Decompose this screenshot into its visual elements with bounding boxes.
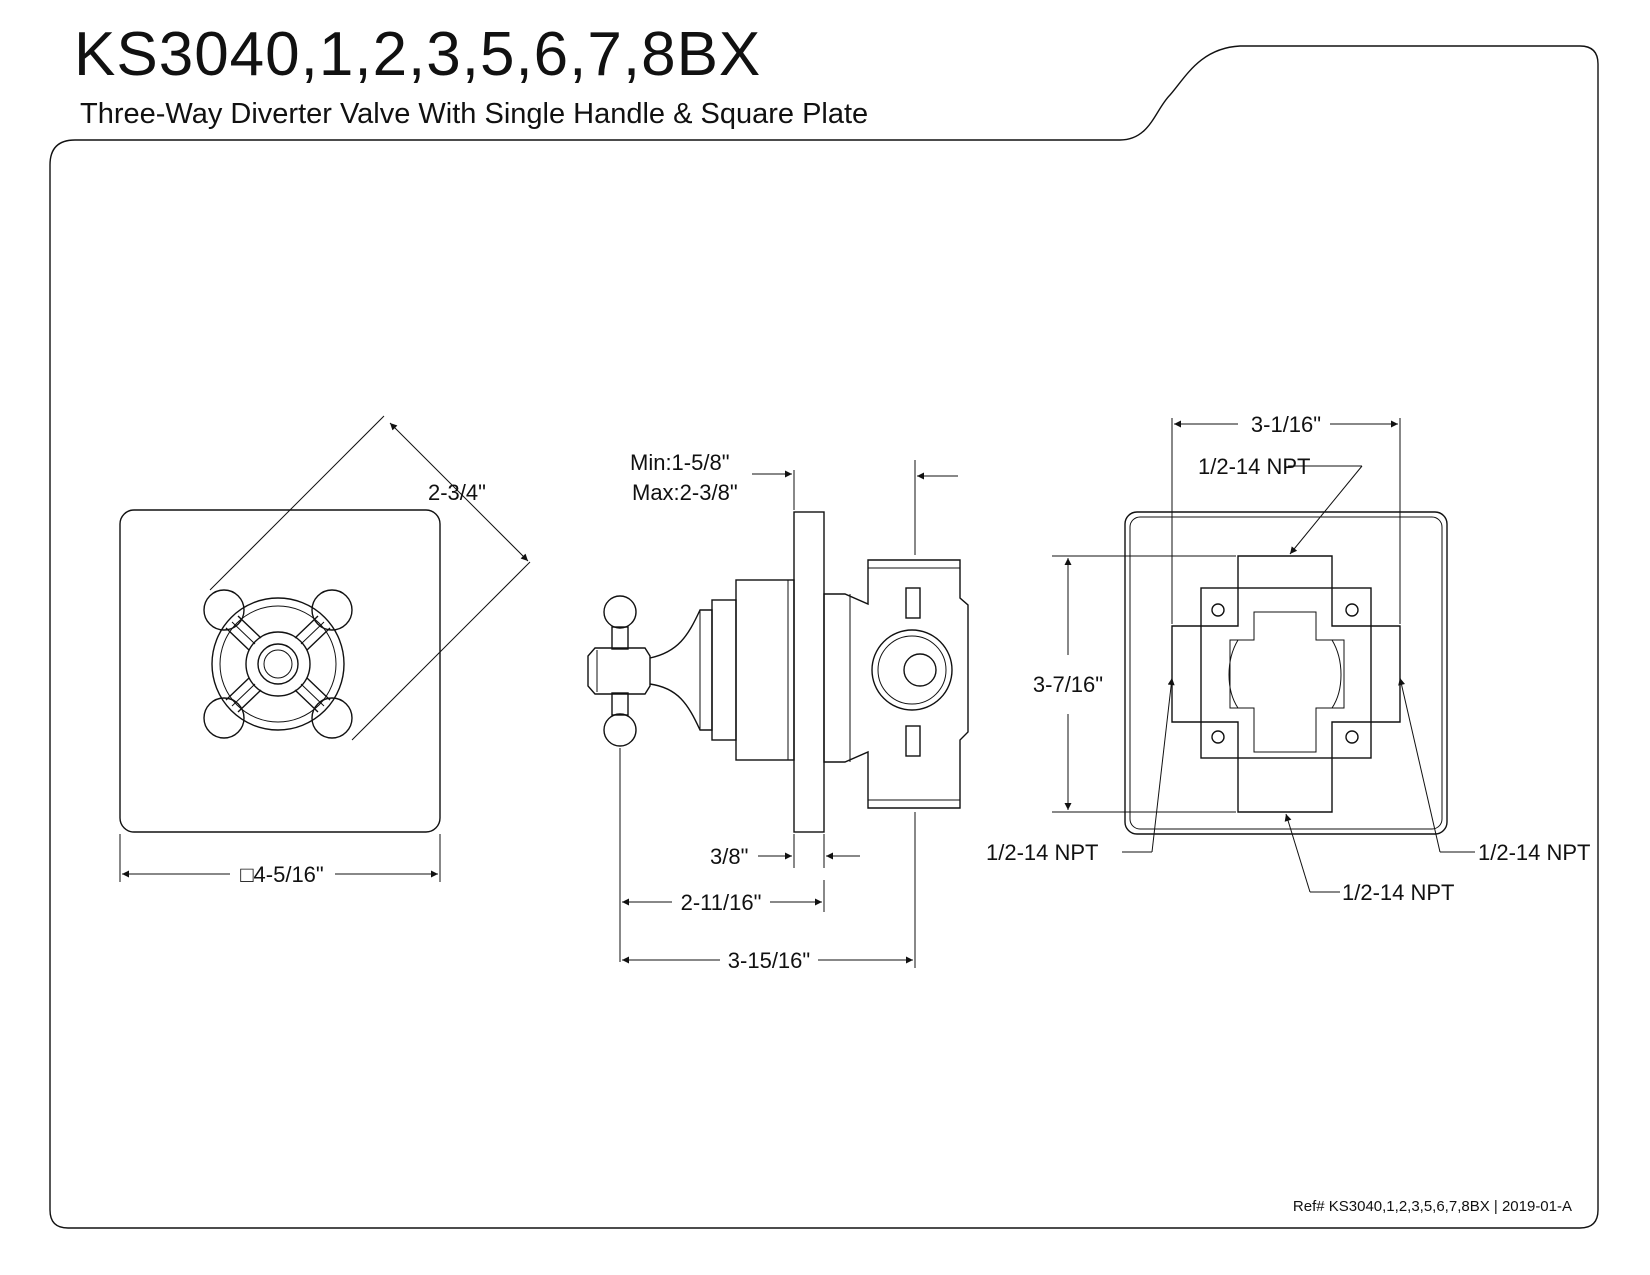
wall-plate-edge xyxy=(793,511,825,833)
reference-number: Ref# KS3040,1,2,3,5,6,7,8BX | 2019-01-A xyxy=(1292,1198,1572,1215)
drawing-subtitle: Three-Way Diverter Valve With Single Han… xyxy=(80,98,869,130)
drawing-title: KS3040,1,2,3,5,6,7,8BX xyxy=(74,20,762,89)
front-view: 2-3/4" □4-5/16" xyxy=(119,415,531,887)
port-outer xyxy=(871,629,953,711)
cross-arm-top-left xyxy=(203,589,262,651)
mounting-flange xyxy=(1200,587,1372,759)
port-inner xyxy=(903,653,937,687)
label-port-bottom: 1/2-14 NPT xyxy=(1342,880,1455,905)
side-view: Min:1-5/8" Max:2-3/8" 3/8" 2-11/16" 3-15… xyxy=(587,450,969,973)
mount-hole-tr xyxy=(1345,603,1359,617)
cross-arm-bottom-left xyxy=(203,677,262,739)
dimension-min-depth: Min:1-5/8" xyxy=(630,450,730,475)
valve-body xyxy=(823,559,969,809)
rear-view: 3-1/16" 3-7/16" 1/2-14 NPT 1/2-14 NPT 1/… xyxy=(986,412,1591,905)
dimension-overall-depth: 3-15/16" xyxy=(728,948,810,973)
dimension-handle-span: 2-3/4" xyxy=(428,480,486,505)
label-port-right: 1/2-14 NPT xyxy=(1478,840,1591,865)
cross-body xyxy=(1171,555,1401,813)
dimension-plate-width: □4-5/16" xyxy=(240,862,323,887)
dimension-handle-depth: 2-11/16" xyxy=(681,890,762,915)
mount-hole-tl xyxy=(1211,603,1225,617)
handle-cap xyxy=(257,643,299,685)
knob-bottom xyxy=(603,713,637,747)
drawing-border xyxy=(49,45,1599,1229)
dimension-plate-thickness: 3/8" xyxy=(710,844,748,869)
mount-hole-br xyxy=(1345,730,1359,744)
dimension-body-width: 3-1/16" xyxy=(1251,412,1321,437)
inner-cross xyxy=(1229,611,1345,753)
handle-hub-ring-inner xyxy=(219,605,337,723)
handle-hub-ring xyxy=(211,597,345,731)
cross-arm-bottom-right xyxy=(294,677,353,739)
label-port-top: 1/2-14 NPT xyxy=(1198,454,1311,479)
label-port-left: 1/2-14 NPT xyxy=(986,840,1099,865)
square-plate xyxy=(119,509,441,833)
mount-hole-bl xyxy=(1211,730,1225,744)
handle-hub xyxy=(245,631,311,697)
dimension-max-depth: Max:2-3/8" xyxy=(632,480,738,505)
dimension-body-height: 3-7/16" xyxy=(1033,672,1103,697)
knob-top xyxy=(603,595,637,629)
cross-arm-top-right xyxy=(294,589,353,651)
rear-plate xyxy=(1124,511,1448,835)
handle-sleeve xyxy=(735,579,795,761)
handle-cap-inner xyxy=(263,649,293,679)
